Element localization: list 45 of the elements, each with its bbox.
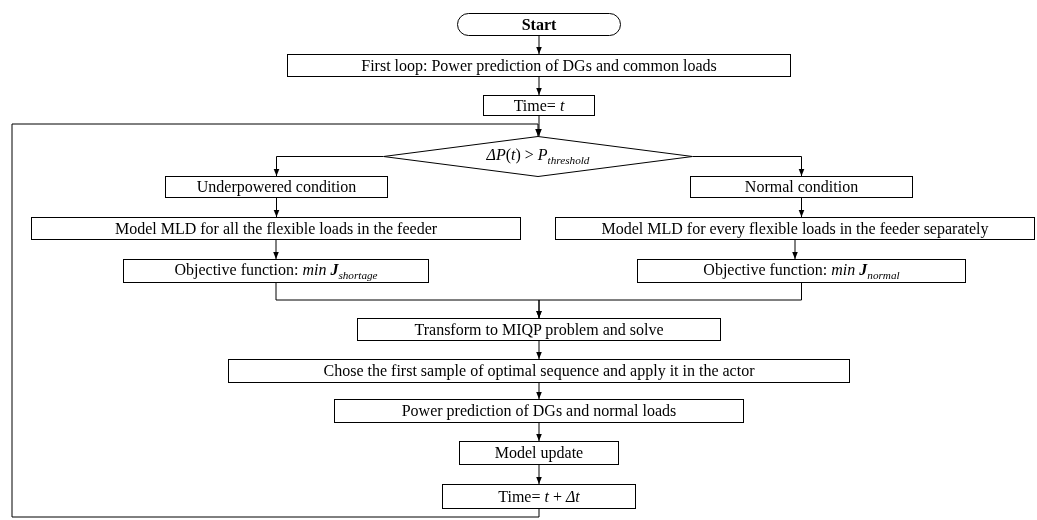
process-box xyxy=(459,441,619,465)
process-box xyxy=(165,176,388,198)
node-label: Power prediction of DGs and normal loads xyxy=(401,402,677,420)
node-label: Normal condition xyxy=(744,178,859,196)
arrow xyxy=(536,464,542,485)
process-box xyxy=(357,318,721,341)
process-box xyxy=(637,259,966,283)
arrow xyxy=(536,282,802,319)
node-label: Objective function: min J$_{shortage}$ xyxy=(174,260,378,282)
arrow xyxy=(536,115,542,137)
process-box xyxy=(690,176,913,198)
node-label: Model MLD for every flexible loads in the feeder separately xyxy=(601,219,989,238)
arrow xyxy=(798,197,805,218)
node-label: Chose the first sample of optimal sequence and apply it in the actor xyxy=(323,362,755,380)
node-label: Model update xyxy=(494,444,584,462)
process-box xyxy=(287,54,791,77)
node-label: Objective function: min J$_{normal}$ xyxy=(703,260,900,282)
process-box xyxy=(123,259,429,283)
decision-diamond xyxy=(383,136,693,177)
process-box xyxy=(31,217,521,240)
node-label: Model MLD for all the flexible loads in the feeder xyxy=(114,219,438,238)
process-box xyxy=(483,95,595,116)
node-label: First loop: Power prediction of DGs and common loads xyxy=(361,56,717,75)
arrow xyxy=(692,156,805,177)
arrow xyxy=(536,382,542,400)
process-box xyxy=(442,484,636,509)
arrow xyxy=(536,340,542,360)
process-box xyxy=(555,217,1035,240)
arrow xyxy=(536,422,542,442)
start-terminal xyxy=(457,13,621,36)
node-label: Underpowered condition xyxy=(196,178,357,196)
process-box xyxy=(228,359,850,383)
node-label: Transform to MIQP problem and solve xyxy=(414,320,664,339)
node-label: Time= t + Δt xyxy=(498,487,580,506)
node-label: Time= t xyxy=(513,96,565,115)
arrow xyxy=(11,123,541,518)
arrow xyxy=(792,239,798,260)
node-label: ΔP(t) > P$_{threshold}$ xyxy=(486,146,590,167)
arrow xyxy=(273,239,279,260)
node-label: Start xyxy=(521,15,557,34)
arrow xyxy=(536,76,542,96)
process-box xyxy=(334,399,744,423)
arrow xyxy=(273,197,280,218)
arrow xyxy=(536,35,542,55)
arrow xyxy=(273,156,384,177)
